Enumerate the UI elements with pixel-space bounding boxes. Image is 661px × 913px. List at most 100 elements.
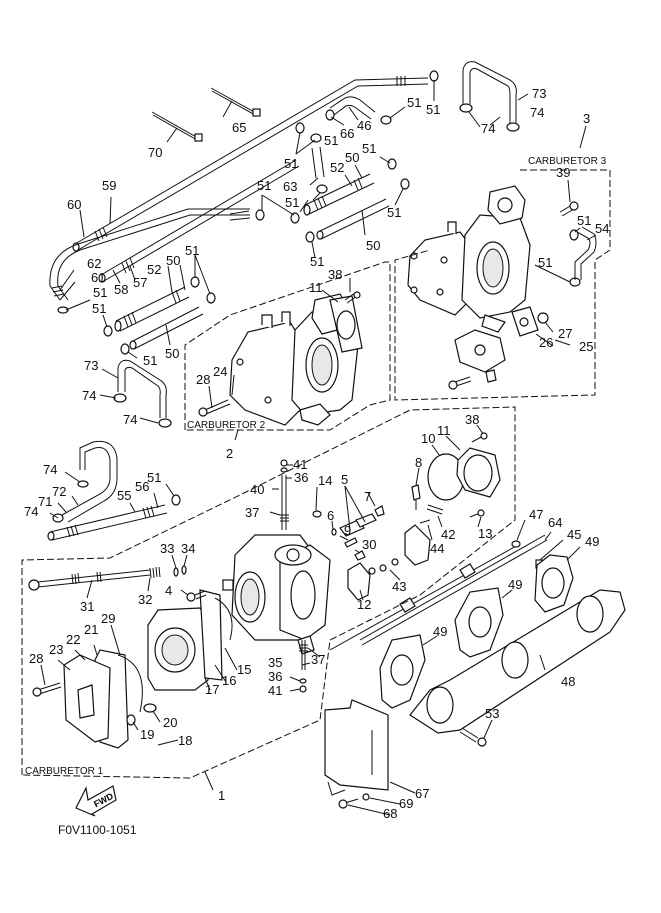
screw-39 — [559, 201, 579, 217]
carb1-reed-block-17 — [147, 607, 209, 691]
callout: 9 — [344, 523, 351, 538]
callout: 48 — [561, 674, 575, 689]
callout: 37 — [311, 652, 325, 667]
callout: 50 — [345, 150, 359, 165]
callout: 74 — [123, 412, 137, 427]
clamps-51 — [103, 70, 581, 506]
callout: 74 — [530, 105, 544, 120]
callout: 49 — [433, 624, 447, 639]
valve-8 — [411, 484, 421, 510]
callout: 36 — [268, 669, 282, 684]
carburetor-2-label: CARBURETOR 2 — [187, 420, 266, 431]
callout: 51 — [407, 95, 421, 110]
callout: 23 — [49, 642, 63, 657]
callout: 63 — [283, 179, 297, 194]
o-ring-29 — [117, 654, 143, 713]
hose-61 — [49, 208, 250, 314]
callout: 51 — [577, 213, 591, 228]
callout: 51 — [362, 141, 376, 156]
hose-59 — [72, 76, 429, 252]
bolt-53 — [459, 727, 487, 747]
callout: 15 — [237, 662, 251, 677]
bolt-68 — [338, 798, 359, 809]
callout: 64 — [548, 515, 562, 530]
screw-28-carb1 — [32, 682, 62, 697]
callout: 22 — [66, 632, 80, 647]
callout: 51 — [426, 102, 440, 117]
leader-lines — [40, 80, 597, 816]
gasket-12 — [347, 562, 371, 601]
callout: 73 — [532, 86, 546, 101]
callout: 51 — [285, 195, 299, 210]
callout: 51 — [538, 255, 552, 270]
cable-tie-70 — [151, 111, 203, 142]
hose-50-upper — [316, 198, 390, 240]
callout: 47 — [529, 507, 543, 522]
carburetor-1-box — [21, 406, 516, 779]
lever-44 — [404, 519, 431, 566]
carb3-cover-26 — [511, 306, 539, 337]
callout: 70 — [148, 145, 162, 160]
callout: 51 — [93, 285, 107, 300]
callout: 1 — [218, 788, 225, 803]
linkage-rod-64 — [329, 534, 548, 651]
callout: 46 — [357, 118, 371, 133]
callout: 51 — [387, 205, 401, 220]
callout: 74 — [24, 504, 38, 519]
callout-labels: 65 70 59 60 51 63 51 51 66 46 51 51 73 7… — [24, 86, 609, 821]
callout: 66 — [340, 126, 354, 141]
callout: 59 — [102, 178, 116, 193]
callout: 40 — [250, 482, 264, 497]
callout: 28 — [29, 651, 43, 666]
hose-52-left — [114, 286, 190, 332]
callout: 50 — [166, 253, 180, 268]
callout: 49 — [508, 577, 522, 592]
callout: 30 — [362, 537, 376, 552]
callout: 24 — [213, 364, 227, 379]
callout: 26 — [539, 335, 553, 350]
hose-52-upper — [303, 173, 375, 216]
callout: 41 — [268, 683, 282, 698]
callout: 34 — [181, 541, 195, 556]
callout: 4 — [165, 583, 172, 598]
callout: 38 — [465, 412, 479, 427]
callout: 49 — [585, 534, 599, 549]
gasket-16 — [199, 589, 223, 681]
callout: 51 — [92, 301, 106, 316]
hose-54 — [574, 226, 597, 280]
callout: 37 — [245, 505, 259, 520]
callout: 74 — [43, 462, 57, 477]
callout: 74 — [481, 121, 495, 136]
needle-40-37 — [280, 459, 289, 530]
callout: 27 — [558, 326, 572, 341]
callout: 67 — [415, 786, 429, 801]
callout: 51 — [143, 353, 157, 368]
callout: 58 — [114, 282, 128, 297]
callout: 71 — [38, 494, 52, 509]
callout: 28 — [196, 372, 210, 387]
carburetor-1-label: CARBURETOR 1 — [25, 766, 104, 777]
hose-73-left — [113, 359, 172, 428]
callout: 16 — [222, 673, 236, 688]
spring-27 — [537, 312, 549, 324]
callout: 31 — [80, 599, 94, 614]
spring-32 — [149, 566, 161, 579]
callout: 29 — [101, 611, 115, 626]
screw-4 — [186, 590, 207, 602]
cable-tie-65 — [210, 87, 261, 117]
callout: 20 — [163, 715, 177, 730]
diaphragm-20 — [143, 703, 157, 713]
callout: 50 — [165, 346, 179, 361]
callout: 39 — [556, 165, 570, 180]
callout: 5 — [341, 472, 348, 487]
hose-46 — [329, 96, 376, 120]
callout: 2 — [226, 446, 233, 461]
callout: 19 — [140, 727, 154, 742]
callout: 52 — [330, 160, 344, 175]
callout: 18 — [178, 733, 192, 748]
callout: 50 — [366, 238, 380, 253]
bracket-67 — [324, 699, 389, 796]
callout: 11 — [437, 423, 451, 438]
o-ring-15 — [214, 597, 233, 641]
